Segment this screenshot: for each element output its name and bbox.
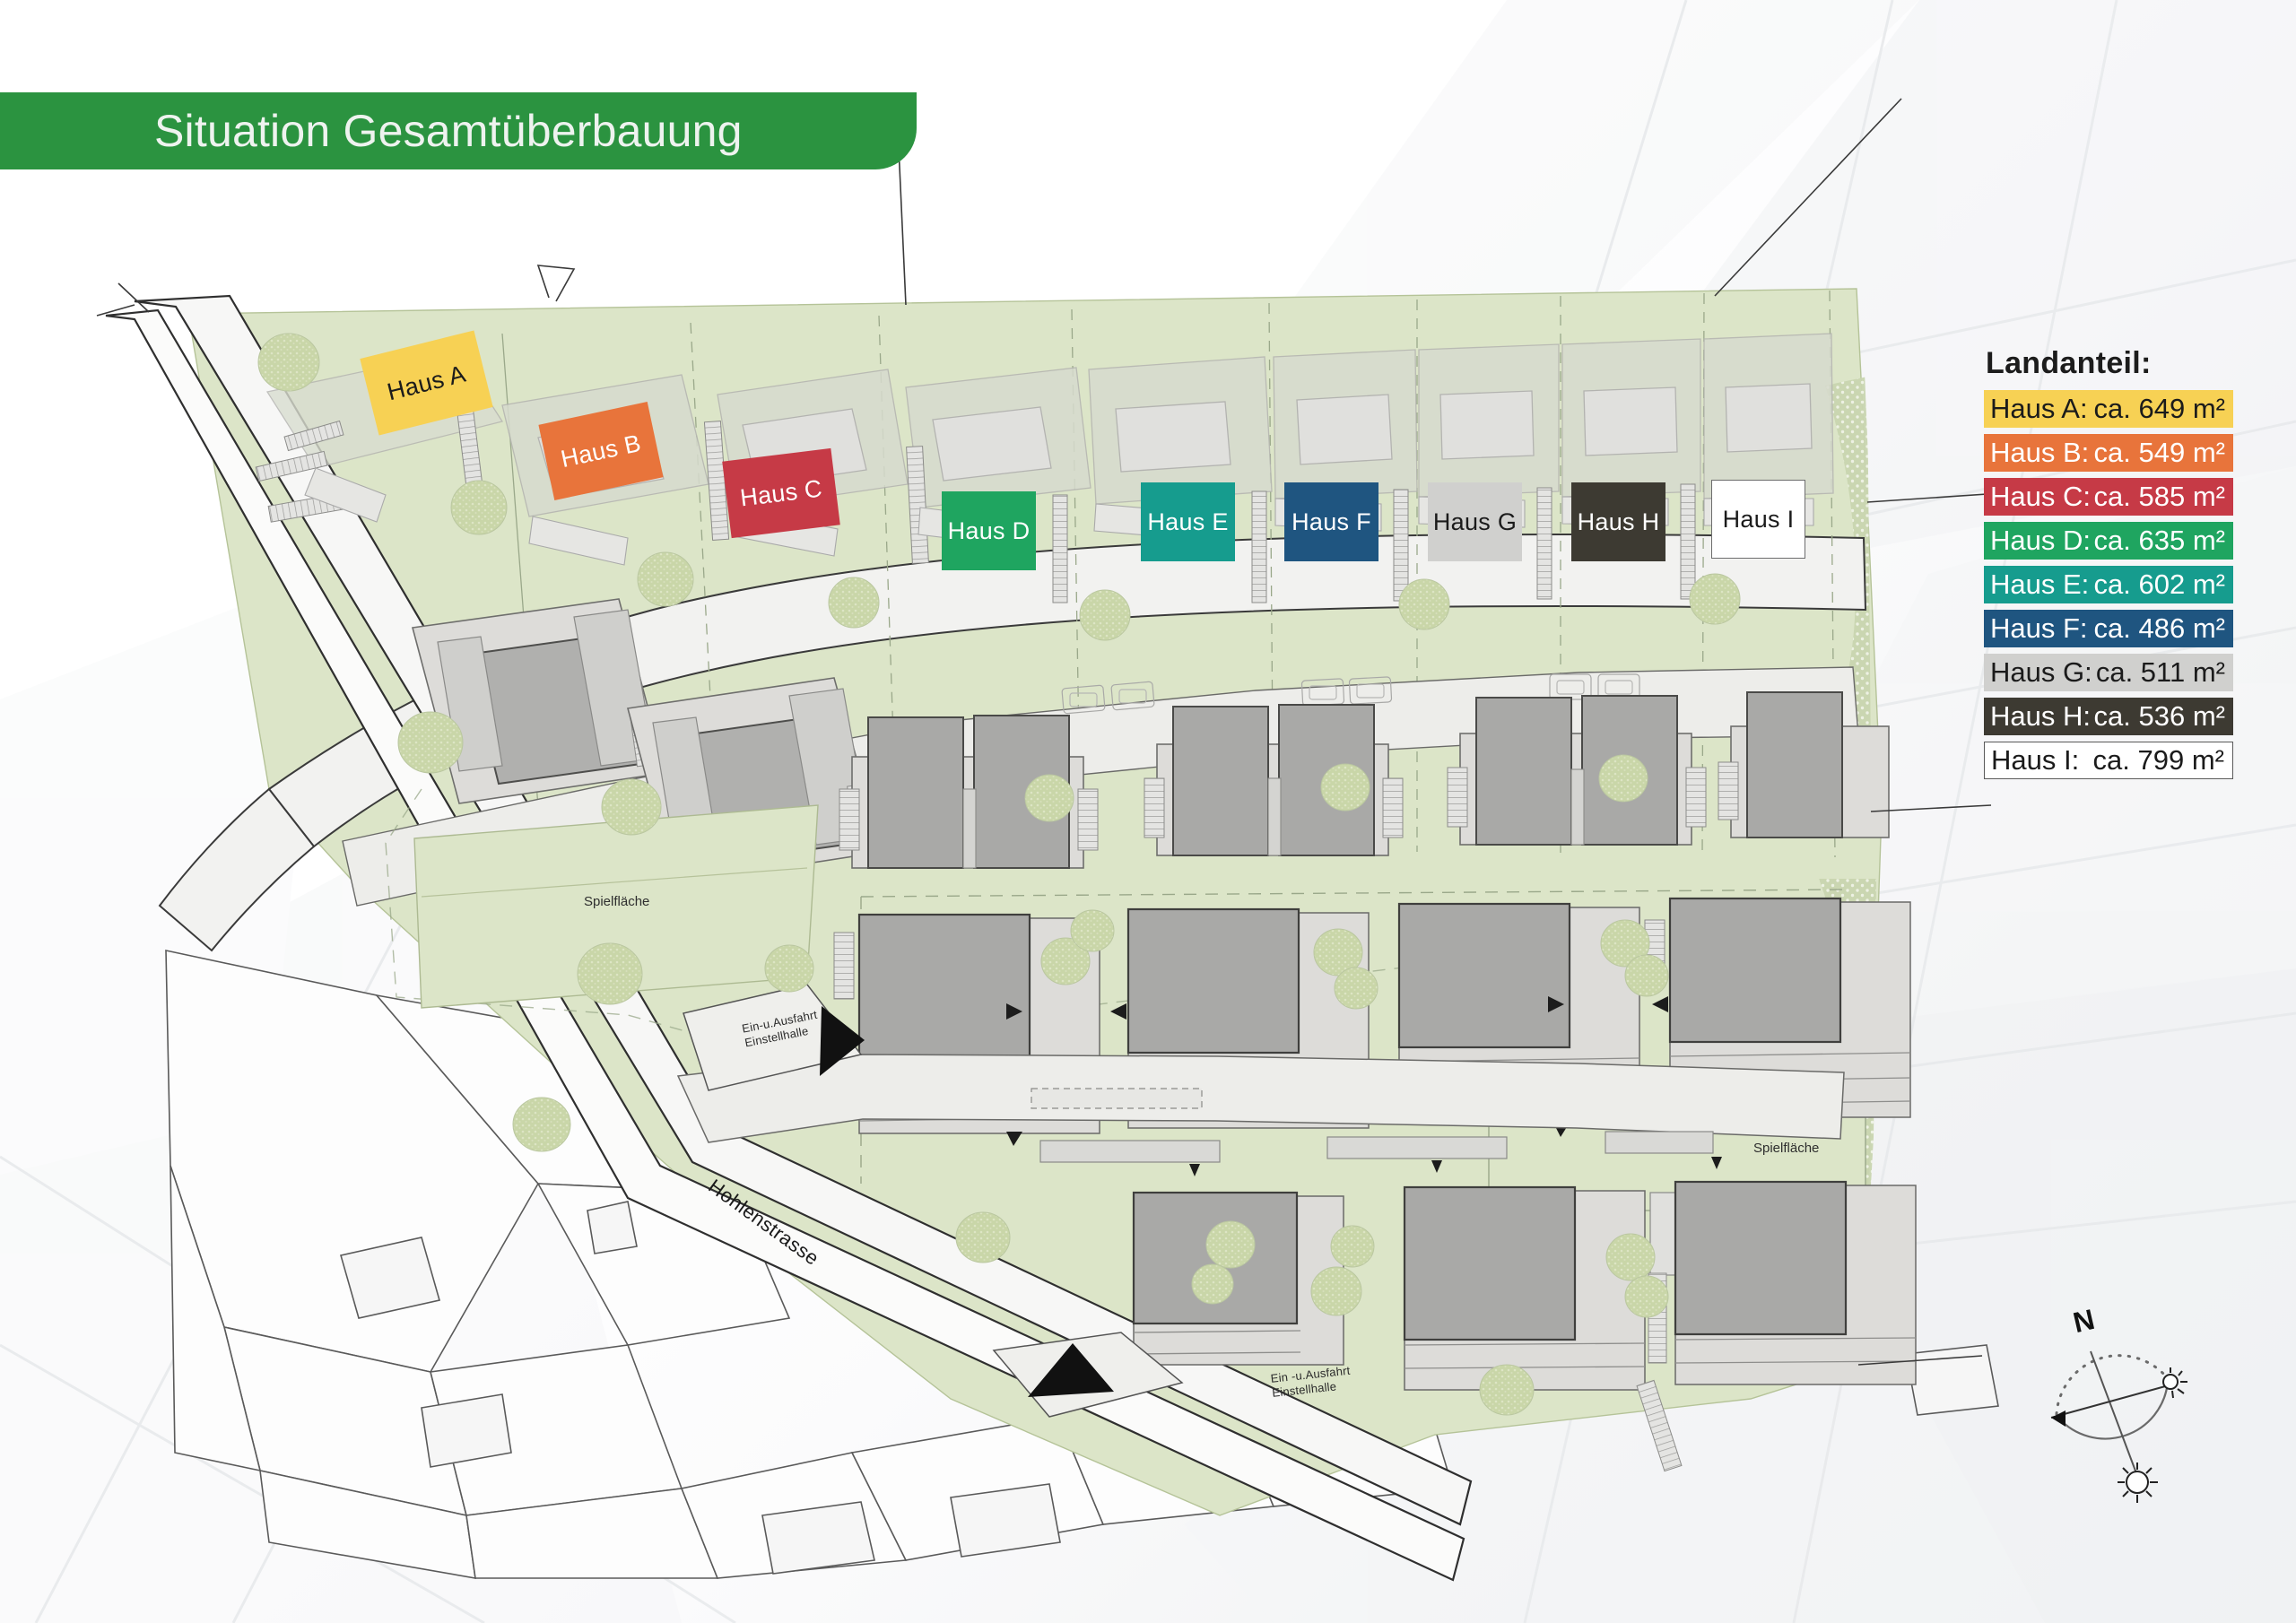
map-house-label: Haus C bbox=[738, 474, 824, 511]
legend-house-name: Haus G: bbox=[1990, 656, 2092, 688]
legend-house-area: ca. 536 m² bbox=[2093, 700, 2225, 732]
tree-canopies bbox=[257, 333, 1741, 1416]
legend-house-name: Haus H: bbox=[1990, 700, 2091, 732]
legend-row-haus-i: Haus I: ca. 799 m² bbox=[1984, 742, 2233, 779]
compass-graphic bbox=[2036, 1350, 2187, 1503]
legend-house-area: ca. 649 m² bbox=[2093, 393, 2225, 424]
map-house-label: Haus G bbox=[1432, 508, 1518, 535]
legend-row-haus-a: Haus A:ca. 649 m² bbox=[1984, 390, 2233, 428]
map-house-g[interactable]: Haus G bbox=[1428, 482, 1522, 561]
garage-ramp-west bbox=[683, 984, 865, 1091]
moon-icon bbox=[2036, 1410, 2046, 1430]
legend-row-haus-e: Haus E:ca. 602 m² bbox=[1984, 566, 2233, 603]
legend-house-area: ca. 635 m² bbox=[2093, 525, 2225, 556]
map-house-label: Haus F bbox=[1292, 508, 1371, 535]
map-house-c[interactable]: Haus C bbox=[722, 447, 840, 539]
legend-house-area: ca. 585 m² bbox=[2093, 481, 2225, 512]
row2-duplex-east bbox=[839, 691, 1890, 869]
playground-label: Spielfläche bbox=[584, 894, 650, 909]
legend-house-area: ca. 511 m² bbox=[2095, 656, 2225, 688]
map-house-label: Haus H bbox=[1577, 508, 1660, 535]
legend-house-name: Haus C: bbox=[1990, 481, 2091, 512]
map-house-i[interactable]: Haus I bbox=[1711, 480, 1805, 559]
sunrise-icon bbox=[2162, 1367, 2187, 1399]
legend-row-haus-c: Haus C:ca. 585 m² bbox=[1984, 478, 2233, 516]
map-house-label: Haus I bbox=[1722, 505, 1795, 533]
legend-row-haus-f: Haus F:ca. 486 m² bbox=[1984, 610, 2233, 647]
legend-house-area: ca. 486 m² bbox=[2093, 612, 2225, 644]
legend-row-haus-b: Haus B:ca. 549 m² bbox=[1984, 434, 2233, 472]
legend-house-name: Haus I: bbox=[1991, 744, 2080, 776]
legend-house-area: ca. 799 m² bbox=[2092, 744, 2224, 776]
interior-lane bbox=[676, 1054, 1845, 1176]
map-house-label: Haus E bbox=[1147, 508, 1229, 535]
legend-row-haus-g: Haus G:ca. 511 m² bbox=[1984, 654, 2233, 691]
legend-house-area: ca. 602 m² bbox=[2093, 568, 2225, 600]
map-house-e[interactable]: Haus E bbox=[1141, 482, 1235, 561]
legend-house-name: Haus D: bbox=[1990, 525, 2091, 556]
compass-rose: N bbox=[2031, 1303, 2202, 1511]
legend-row-haus-d: Haus D:ca. 635 m² bbox=[1984, 522, 2233, 560]
garage-ramp-south bbox=[992, 1332, 1184, 1418]
map-house-f[interactable]: Haus F bbox=[1284, 482, 1378, 561]
map-house-d[interactable]: Haus D bbox=[942, 491, 1036, 570]
sun-icon bbox=[2118, 1462, 2158, 1503]
map-house-label: Haus B bbox=[558, 429, 644, 473]
legend-house-name: Haus F: bbox=[1990, 612, 2088, 644]
page-title: Situation Gesamtüberbauung bbox=[154, 106, 743, 156]
legend-house-name: Haus B: bbox=[1990, 437, 2090, 468]
map-house-label: Haus A bbox=[384, 360, 469, 405]
map-house-label: Haus D bbox=[947, 516, 1031, 544]
playground-label: Spielfläche bbox=[1753, 1141, 1820, 1156]
row1-stairs bbox=[255, 402, 1696, 603]
map-house-h[interactable]: Haus H bbox=[1571, 482, 1665, 561]
legend-row-haus-h: Haus H:ca. 536 m² bbox=[1984, 698, 2233, 735]
row4-apartment-blocks bbox=[1132, 1180, 1917, 1472]
legend-house-name: Haus A: bbox=[1990, 393, 2088, 424]
legend-title: Landanteil: bbox=[1986, 346, 2152, 380]
legend-house-name: Haus E: bbox=[1990, 568, 2090, 600]
legend-house-area: ca. 549 m² bbox=[2093, 437, 2225, 468]
title-banner: Situation Gesamtüberbauung bbox=[0, 92, 917, 169]
